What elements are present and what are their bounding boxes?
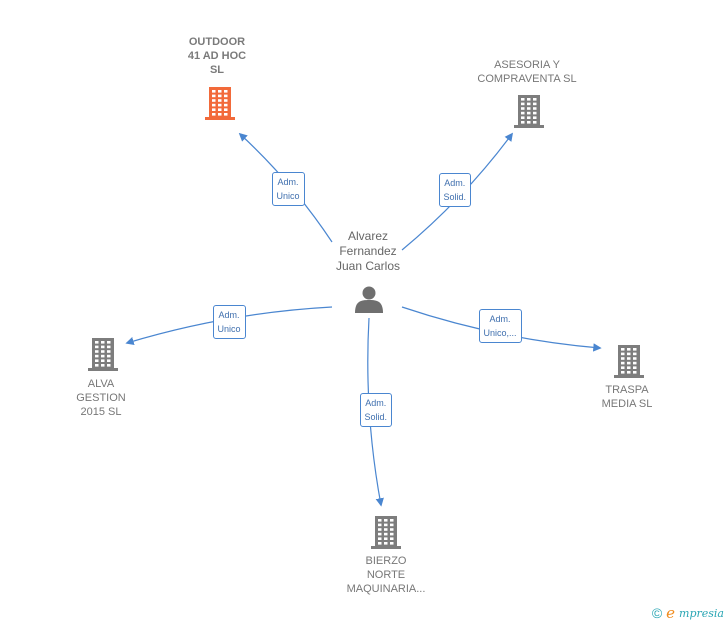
company-name-outdoor[interactable]: OUTDOOR 41 AD HOC SL: [187, 36, 247, 76]
role-badge-bierzo: Adm. Solid.: [359, 393, 393, 427]
brand-initial: e: [666, 604, 676, 622]
building-icon[interactable]: [88, 338, 118, 371]
company-name-bierzo[interactable]: BIERZO NORTE MAQUINARIA...: [346, 555, 426, 595]
person-icon[interactable]: [355, 286, 383, 314]
copyright-icon: ©: [651, 605, 663, 621]
company-name-alva[interactable]: ALVA GESTION 2015 SL: [76, 378, 126, 418]
building-icon[interactable]: [514, 95, 544, 128]
company-name-asesoria[interactable]: ASESORIA Y COMPRAVENTA SL: [477, 59, 577, 85]
role-badge-asesoria: Adm. Solid.: [438, 173, 472, 207]
building-icon[interactable]: [371, 516, 401, 549]
company-name-traspa[interactable]: TRASPA MEDIA SL: [601, 384, 653, 410]
role-badge-traspa: Adm. Unico,...: [478, 309, 522, 343]
role-badge-outdoor: Adm. Unico: [271, 172, 305, 206]
center-person-name[interactable]: Alvarez Fernandez Juan Carlos: [335, 229, 401, 273]
role-badge-alva: Adm. Unico: [212, 305, 246, 339]
building-icon[interactable]: [614, 345, 644, 378]
brand-name: mpresia: [679, 606, 724, 620]
building-icon[interactable]: [205, 87, 235, 120]
